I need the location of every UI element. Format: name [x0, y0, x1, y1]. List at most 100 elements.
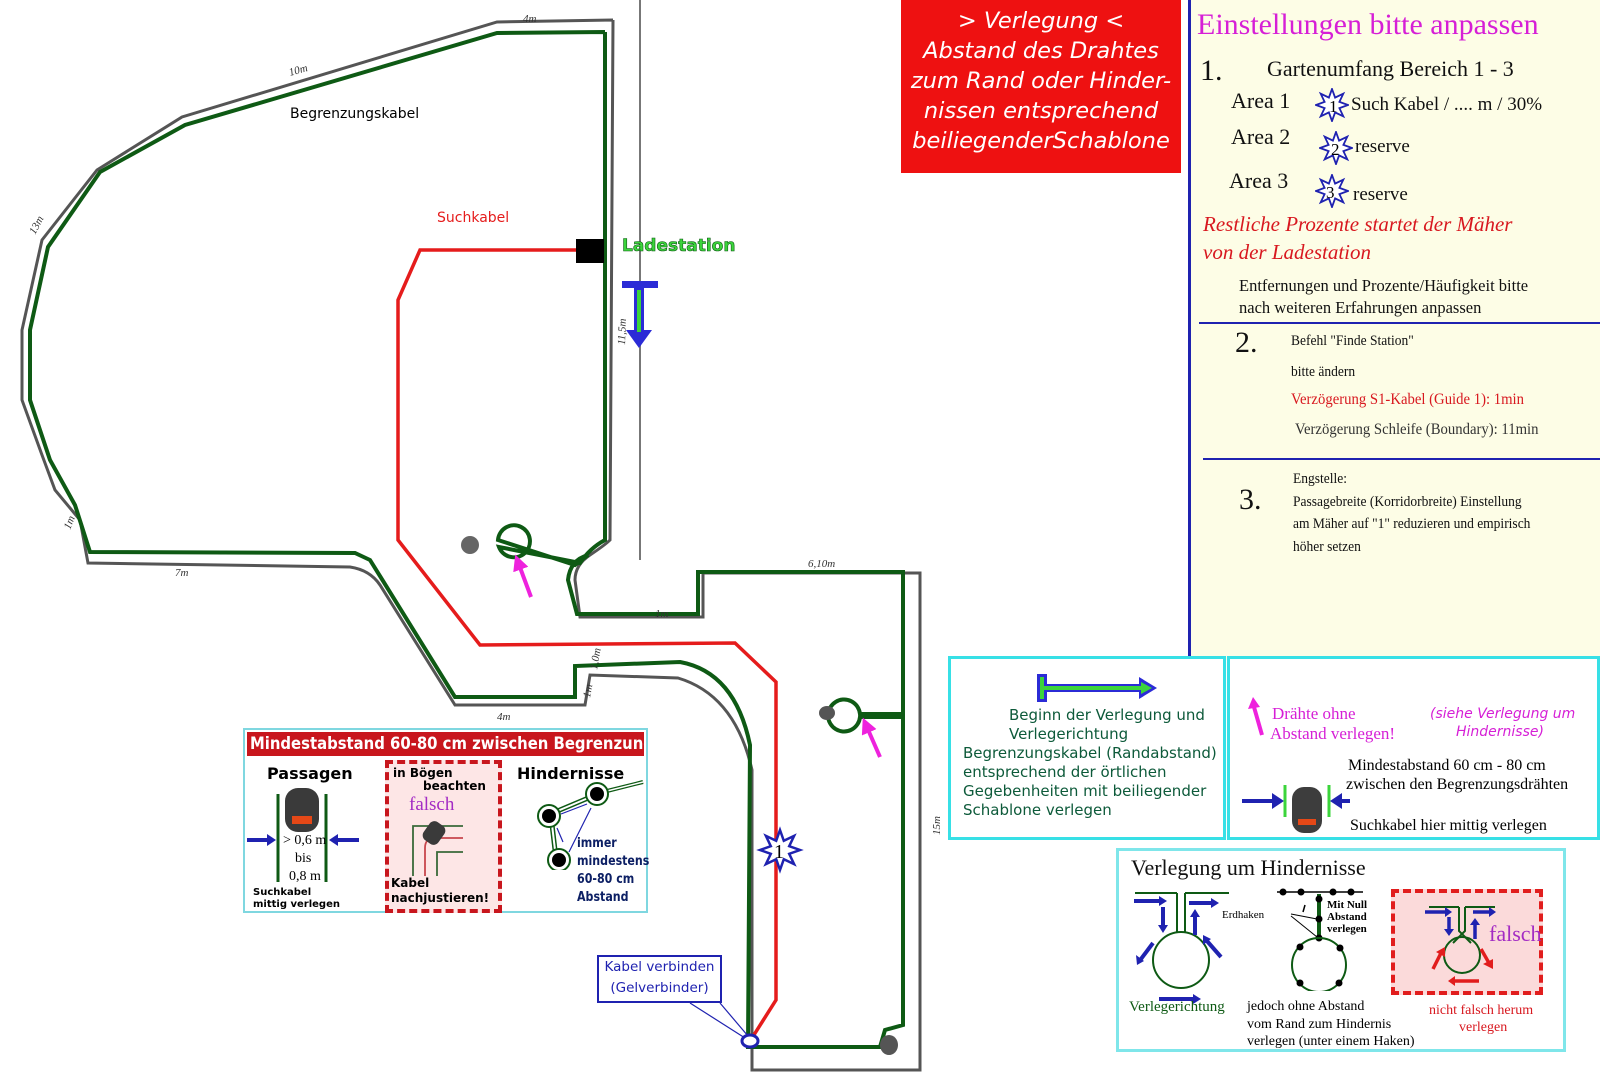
curves-title: beachten	[423, 779, 486, 793]
passage-guide-note: Suchkabel	[253, 887, 312, 898]
measurement-label: 7m	[175, 567, 189, 579]
curves-title: in Bögen	[393, 766, 453, 780]
area-3-label: Area 3	[1229, 168, 1289, 193]
area-1-text: Such Kabel / .... m / 30%	[1351, 94, 1543, 115]
measurement-label: 1,0m	[588, 647, 604, 671]
start-arrow-icon	[1037, 674, 1157, 702]
measurement-label: 13m	[27, 214, 47, 236]
measurement-label: 15m	[931, 816, 943, 835]
min-distance-box: Mindestabstand 60-80 cm zwischen Begrenz…	[243, 728, 650, 913]
hook-note: verlegen (unter einem Haken)	[1247, 1034, 1415, 1049]
wires-no-gap-note: Abstand verlegen!	[1270, 724, 1396, 743]
obstacle-reference-note: Hindernisse)	[1456, 724, 1544, 740]
find-station-line: bitte ändern	[1291, 364, 1356, 380]
wires-no-gap-note: Drähte ohne	[1272, 704, 1356, 723]
hook-label: Erdhaken	[1222, 909, 1265, 921]
measurement-label: 4m	[497, 711, 511, 723]
passagen-title: Passagen	[267, 764, 353, 783]
section-2-number: 2.	[1235, 326, 1258, 359]
svg-text:1: 1	[1329, 97, 1338, 116]
start-legend-line: Verlegerichtung	[1009, 725, 1129, 743]
property-edge	[20, 0, 922, 1072]
guide-wire	[396, 248, 778, 1039]
passage-guide-note: mittig verlegen	[253, 899, 340, 910]
start-legend-line: Beginn der Verlegung und	[1009, 706, 1205, 724]
curves-note: nachjustieren!	[391, 891, 490, 905]
measurement-label: 1m	[581, 683, 595, 698]
mower-spacing-icon	[1242, 785, 1350, 833]
find-station-line: Befehl "Finde Station"	[1291, 333, 1414, 349]
wire-spacing-legend-box: Drähte ohne Abstand verlegen! (siehe Ver…	[1227, 656, 1600, 840]
corridor-setting-line: höher setzen	[1293, 539, 1361, 555]
obstacle	[461, 536, 479, 554]
obstacles-title: Hindernisse	[517, 764, 625, 783]
measurement-label: 1m	[655, 608, 669, 620]
verlegung-line: beiliegenderSchablone	[912, 128, 1170, 154]
area-2-star-icon: 2	[1319, 131, 1353, 165]
area-1-star-icon: 1	[1315, 88, 1349, 122]
pink-pointer-arrow	[861, 717, 882, 758]
obstacle-spacing-diagram	[537, 780, 644, 870]
hook-routing-diagram	[1277, 888, 1363, 991]
min-distance-note: zwischen den Begrenzungsdrähten	[1346, 776, 1569, 793]
min-distance-banner: Mindestabstand 60-80 cm zwischen Begrenz…	[247, 732, 644, 756]
hook-note: jedoch ohne Abstand	[1247, 999, 1365, 1014]
start-legend-line: Schablone verlegen	[963, 801, 1112, 819]
area-3-star-icon: 3	[1315, 174, 1349, 208]
obstacles-note: immer	[577, 836, 617, 851]
wrong-label: falsch	[1489, 921, 1542, 946]
wrong-routing-note: verlegen	[1459, 1020, 1508, 1035]
passage-diagram	[247, 788, 359, 882]
connector-note: Kabel verbinden (Gelverbinder)	[597, 955, 722, 1003]
curve-diagram	[412, 821, 463, 876]
section-divider	[1203, 458, 1600, 460]
obstacle-routing-title: Verlegung um Hindernisse	[1131, 855, 1366, 880]
direction-label: Verlegerichtung	[1129, 999, 1225, 1015]
measurement-label: 1m	[62, 514, 78, 531]
start-direction-arrow	[622, 281, 658, 348]
wrong-routing-note: nicht falsch herum	[1429, 1003, 1534, 1018]
charging-station-label: Ladestation	[622, 236, 736, 257]
delay-boundary-setting: Verzögerung Schleife (Boundary): 11min	[1295, 421, 1539, 438]
curves-warning-box: in Bögen beachten falsch Kabel nachjusti…	[385, 760, 502, 913]
pink-pointer-arrow	[513, 554, 533, 598]
delay-guide-setting: Verzögerung S1-Kabel (Guide 1): 1min	[1291, 391, 1525, 408]
connector-note-line: (Gelverbinder)	[610, 980, 709, 996]
curves-wrong-label: falsch	[409, 794, 455, 815]
guide-wire-label: Suchkabel	[437, 210, 510, 226]
start-legend-box: Beginn der Verlegung und Verlegerichtung…	[948, 656, 1226, 840]
area-1-label: Area 1	[1231, 88, 1291, 113]
area-2-label: Area 2	[1231, 124, 1291, 149]
section-1-number: 1.	[1200, 54, 1223, 87]
zero-distance-note: Abstand	[1327, 911, 1367, 923]
section-3-number: 3.	[1239, 483, 1262, 516]
curves-note: Kabel	[391, 876, 430, 890]
connector-leader	[689, 1002, 746, 1039]
wrong-routing-diagram	[1425, 906, 1496, 986]
passage-distance: 0,8 m	[289, 869, 321, 884]
mower-icon	[285, 788, 319, 832]
obstacles-note: Abstand	[577, 890, 629, 905]
measurement-label: 6,10m	[808, 558, 835, 570]
adjust-note: nach weiteren Erfahrungen anpassen	[1239, 298, 1482, 317]
obstacles-note: mindestens	[577, 854, 650, 869]
section-divider	[1199, 322, 1600, 324]
wrong-routing-box: falsch	[1391, 889, 1543, 995]
adjust-note: Entfernungen und Prozente/Häufigkeit bit…	[1239, 276, 1529, 295]
verlegung-title: > Verlegung <	[957, 8, 1125, 34]
boundary-wire-label: Begrenzungskabel	[290, 106, 420, 122]
section-1-heading: Gartenumfang Bereich 1 - 3	[1267, 56, 1514, 81]
verlegung-line: Abstand des Drahtes	[923, 38, 1159, 64]
zero-distance-note: verlegen	[1327, 923, 1367, 935]
passage-distance: bis	[295, 851, 312, 866]
passage-distance: > 0,6 m	[283, 833, 327, 848]
zero-distance-note: Mit Null	[1327, 899, 1368, 911]
corridor-setting-line: Passagebreite (Korridorbreite) Einstellu…	[1293, 494, 1522, 510]
obstacle-routing-box: Verlegung um Hindernisse Verlegerichtung…	[1116, 848, 1566, 1052]
svg-text:2: 2	[1331, 140, 1340, 159]
measurement-label: 4m	[523, 13, 537, 25]
connector-leader	[719, 1002, 749, 1037]
correct-routing-diagram	[1134, 892, 1229, 1004]
pink-arrow-icon	[1248, 697, 1264, 736]
